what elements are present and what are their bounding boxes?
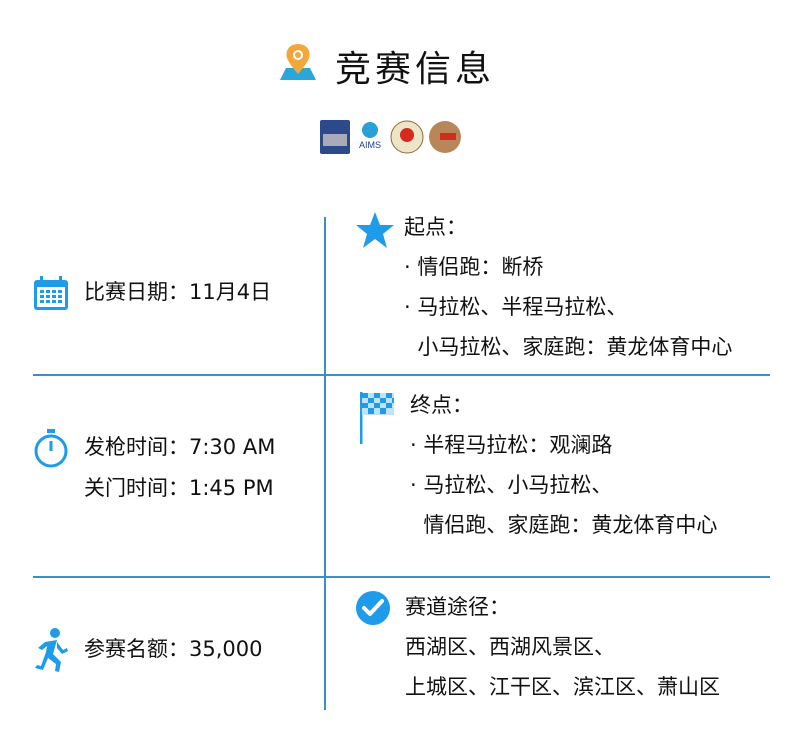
start-heading: 起点： — [404, 215, 467, 239]
star-icon — [356, 212, 394, 248]
race-date: 比赛日期：11月4日 — [84, 280, 272, 304]
caa-seal-logo — [390, 120, 424, 154]
stopwatch-icon — [34, 429, 68, 468]
start-line: · 马拉松、半程马拉松、 — [404, 295, 628, 319]
finish-line: · 半程马拉松：观澜路 — [410, 433, 613, 457]
map-pin-icon — [280, 44, 316, 80]
column-divider — [324, 217, 326, 710]
calendar-icon — [34, 276, 68, 310]
caa-logo — [429, 121, 461, 153]
start-time: 发枪时间：7:30 AM — [84, 435, 276, 459]
check-circle-icon — [356, 591, 390, 625]
start-line: 小马拉松、家庭跑：黄龙体育中心 — [404, 335, 733, 359]
route-line: 上城区、江干区、滨江区、萧山区 — [405, 675, 720, 699]
aims-logo: AIMS — [359, 122, 381, 150]
start-line: · 情侣跑：断桥 — [404, 255, 544, 279]
page-title: 竞赛信息 — [335, 49, 496, 90]
iaaf-logo — [320, 120, 350, 154]
row-divider — [33, 374, 770, 376]
route-line: 西湖区、西湖风景区、 — [405, 635, 615, 659]
route-heading: 赛道途径： — [405, 595, 510, 619]
participant-quota: 参赛名额：35,000 — [84, 637, 263, 661]
runner-icon — [35, 628, 68, 672]
row-divider — [33, 576, 770, 578]
svg-text:AIMS: AIMS — [359, 140, 381, 150]
checkered-flag-icon — [360, 392, 394, 444]
cutoff-time: 关门时间：1:45 PM — [84, 476, 274, 500]
finish-line: · 马拉松、小马拉松、 — [410, 473, 613, 497]
finish-line: 情侣跑、家庭跑：黄龙体育中心 — [410, 513, 718, 537]
finish-heading: 终点： — [410, 393, 473, 417]
